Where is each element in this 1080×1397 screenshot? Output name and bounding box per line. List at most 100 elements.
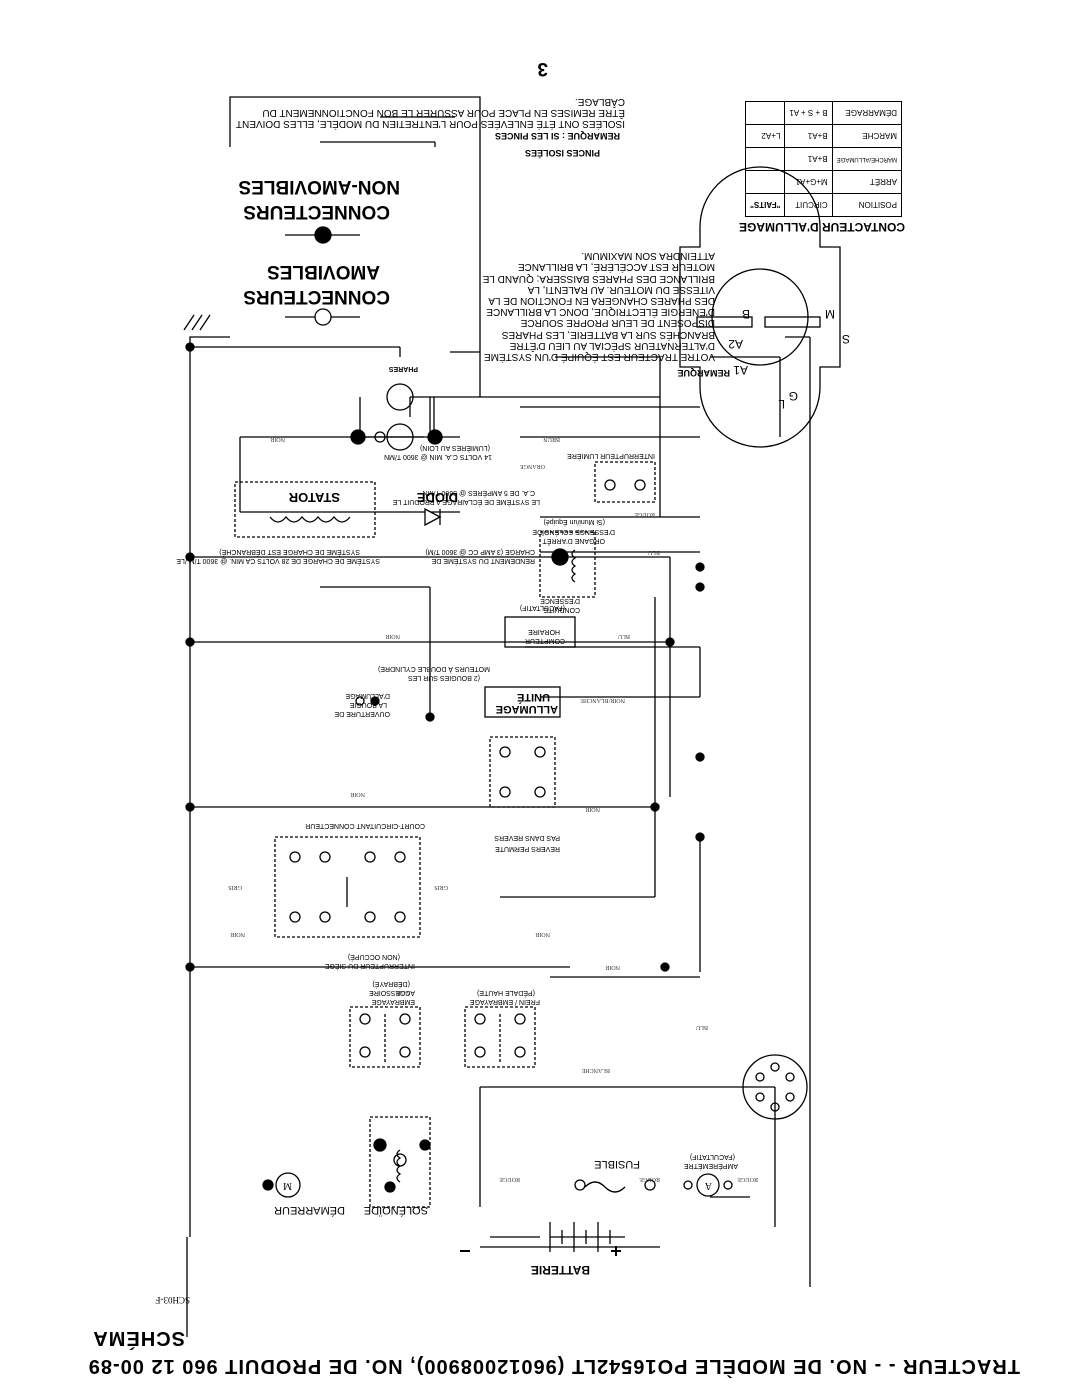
ammeter-symbol-label: A: [704, 1180, 712, 1191]
removable-connectors-label-1: CONNECTEURS: [243, 286, 390, 307]
spark-plug-label-2: LA BOUGIE: [349, 701, 387, 708]
lighting-note-1: LE SYSTÈME DE ÉCLAIRAGE A PRODUIT LE: [392, 498, 540, 505]
fuel-conduit-label-2: D'ESSENCE: [540, 597, 580, 604]
wire-label-brun: BRUN: [543, 436, 560, 442]
wire-label-noir-8: NOIR: [270, 436, 285, 442]
reverse-switch-label-1: REVERS PERMUTE: [495, 845, 560, 852]
table-cell: [745, 147, 785, 171]
lighting-note2-1: 14 VOLTS C.A. MIN @ 3600 T/MN: [384, 453, 492, 460]
headlights-label: PHARES: [388, 365, 418, 372]
terminal-a1: A1: [733, 363, 748, 377]
table-cell: [745, 170, 785, 194]
wire-label-noir-4: NOIR: [230, 931, 245, 937]
table-header: "FAITS": [745, 193, 785, 217]
charge-output-label-2: CHARGE (3 AMP CC @ 3600 T/M): [425, 548, 535, 555]
fuse-label: FUSIBLE: [594, 1158, 640, 1170]
spark-plug-label-1: OUVERTURE DE: [334, 710, 391, 717]
terminal-g: G: [788, 389, 798, 403]
remark-label: REMARQUE: [677, 368, 730, 378]
lighting-note2-2: (LUMIÈRES AU LOIN): [419, 444, 490, 451]
ammeter-symbol: [683, 1173, 733, 1197]
terminal-m: M: [825, 307, 835, 321]
charge-system-label-1: SYSTÈME DE CHARGE DE 28 VOLTS CA MIN. @ …: [176, 557, 380, 564]
ignition-unit-label-2: UNITÉ: [517, 691, 550, 703]
table-cell: MARCHE/ALLUMAGE: [832, 147, 902, 171]
battery-label: BATTERIE: [530, 1263, 590, 1277]
table-row: DÉMARRAGE B + S + A1: [745, 101, 902, 125]
table-cell: B+A1: [784, 147, 833, 171]
table-header: POSITION: [832, 193, 902, 217]
table-cell: B+A1: [784, 124, 833, 148]
wire-label-noir-3: NOIR: [535, 931, 550, 937]
non-removable-connectors-label-1: CONNECTEURS: [243, 201, 390, 222]
wire-label-blu-3: BLU: [648, 549, 660, 555]
removable-connectors-label-2: AMOVIBLES: [267, 261, 380, 282]
page-number: 3: [537, 58, 548, 79]
alternator-note: VOTRE TRACTEUR EST ÉQUIPÉ D'UN SYSTÈME D…: [482, 250, 715, 362]
ignition-switch: [679, 166, 841, 448]
starter-motor-symbol-label: M: [283, 1180, 292, 1191]
stator-symbol: [234, 481, 376, 538]
ammeter-label-1: AMPÈREMÈTRE: [683, 1162, 738, 1169]
terminal-a2: A2: [728, 337, 743, 351]
fuel-solenoid-label-1: ORGANE D'ARRÊT: [542, 537, 605, 544]
fuse-symbol: [574, 1179, 656, 1193]
wire-label-noir-6: NOIR: [350, 791, 365, 797]
isolated-note-lead: REMARQUE : SI LES PINCES: [494, 131, 620, 141]
terminal-s: S: [841, 332, 850, 346]
spark-note-2: MOTEURS À DOUBLE CYLINDRE): [377, 665, 490, 672]
terminal-l: L: [778, 397, 785, 411]
fuel-conduit-label-1: CONDUITE: [543, 606, 580, 613]
non-removable-connectors-label-2: NON-AMOVIBLES: [238, 176, 401, 197]
table-header: CIRCUIT: [784, 193, 833, 217]
starter-symbol: [262, 1172, 301, 1198]
table-row: MARCHE B+A1 L+A2: [745, 124, 902, 148]
wire-label-noir-blanche: NOIR/BLANCHE: [580, 697, 625, 703]
wire-label-rouge-1: ROUGE: [737, 1176, 758, 1182]
non-removable-connector-symbol: [285, 226, 360, 244]
charge-output-label-1: RENDEMENT DU SYSTÈME DE: [431, 557, 535, 564]
table-cell: MARCHE: [832, 124, 902, 148]
wire-label-noir-1: NOIR: [605, 964, 620, 970]
starter-label: DÉMARREUR: [274, 1204, 345, 1216]
spark-plug-label-3: D'ALLUMAGE: [345, 692, 390, 699]
table-cell: L+A2: [745, 124, 785, 148]
solenoid-label: SOLÉNOÏDE: [363, 1204, 428, 1216]
lighting-note-2: C.A. DE 5 AMPÈRES @ 3600 T/MN: [422, 489, 535, 496]
wire-label-noir-7: NOIR: [385, 633, 400, 639]
removable-connector-symbol: [285, 308, 360, 326]
pto-clutch-switch: [349, 1006, 421, 1068]
reverse-switch: [489, 736, 556, 808]
table-cell: M+G+A1: [784, 170, 833, 194]
headlights: [350, 383, 443, 451]
wire-label-rouge-4: ROUGE: [634, 511, 655, 517]
table-header-row: POSITION CIRCUIT "FAITS": [745, 193, 902, 217]
reverse-switch-label-2: PAS DANS REVERS: [494, 834, 560, 841]
table-cell: DÉMARRAGE: [832, 101, 902, 125]
switch-circuit-table: POSITION CIRCUIT "FAITS" ARRÊT M+G+A1 MA…: [745, 101, 902, 217]
table-row: ARRÊT M+G+A1: [745, 170, 902, 194]
ignition-switch-title: CONTACTEUR D'ALLUMAGE: [739, 220, 905, 234]
brake-clutch-label-2: (PÉDALE HAUTE): [477, 989, 535, 996]
table-cell: B + S + A1: [784, 101, 833, 125]
seat-switch: [274, 836, 421, 938]
diode-symbol: [424, 507, 442, 527]
wire-label-gris-2: GRIS: [228, 884, 242, 890]
hour-meter-label-2: HORAIRE: [528, 628, 560, 635]
wire-label-orange: ORANGE: [520, 463, 545, 469]
solenoid-symbol: [369, 1116, 431, 1208]
wire-label-blu-2: BLU: [618, 633, 630, 639]
light-switch-label: INTERRUPTEUR LUMIÈRE: [567, 452, 655, 459]
table-cell: ARRÊT: [832, 170, 902, 194]
wire-label-blu-1: BLU: [696, 1024, 708, 1030]
wire-label-gris-1: GRIS: [434, 884, 448, 890]
light-switch: [594, 461, 656, 503]
battery-symbol: [460, 1222, 625, 1256]
diagram-title: TRACTEUR - - NO. DE MODÈLE PO16542LT (96…: [87, 1355, 1020, 1377]
fuel-solenoid-label-2: D'ESSENCE SOLÉNOÏDE: [532, 528, 615, 535]
fuel-solenoid-label-3: (Si Muni/un Équipé): [543, 518, 605, 525]
seat-switch-label-1: INTERRUPTEUR DU SIÈGE: [324, 962, 415, 969]
isolated-clip-symbol: [183, 314, 211, 331]
short-connector-label: COURT-CIRCUITANT CONNECTEUR: [305, 822, 425, 829]
